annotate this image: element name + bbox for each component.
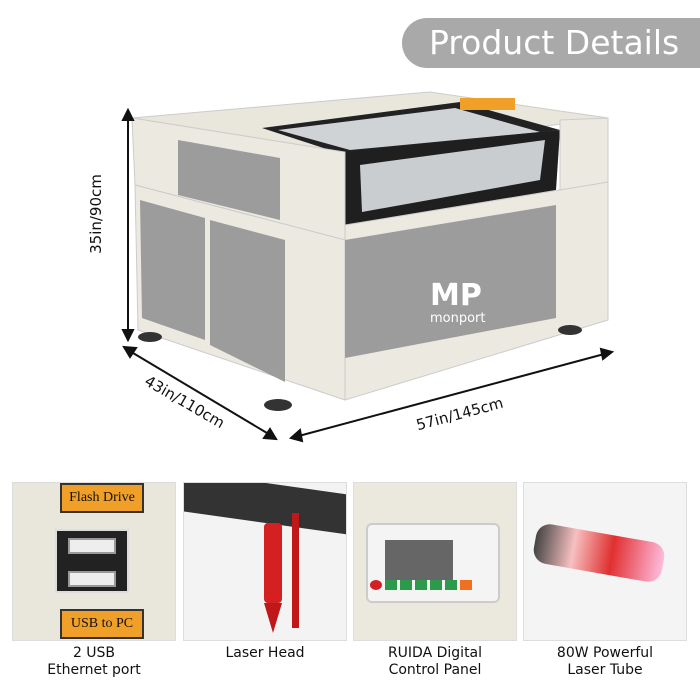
front-panel <box>345 205 556 358</box>
caption-line: 80W Powerful <box>556 645 654 661</box>
pointer-pen-icon <box>292 513 299 628</box>
nozzle-icon <box>264 603 282 633</box>
laser-tube-icon <box>531 522 667 584</box>
foot <box>138 332 162 342</box>
left-drawer <box>178 140 280 220</box>
front-logo: MP <box>430 278 482 313</box>
caption-laser-head: Laser Head <box>180 645 350 662</box>
feature-laser-tube-panel <box>523 482 687 641</box>
lcd-screen <box>385 540 453 580</box>
control-section <box>559 117 609 191</box>
feature-laser-head-panel <box>183 482 347 641</box>
usb-port-icon <box>68 538 116 554</box>
warning-label <box>460 98 515 110</box>
lid-glass <box>278 108 540 150</box>
feature-usb-panel: Flash Drive USB to PC <box>12 482 176 641</box>
caption-line: Laser Tube <box>567 662 643 678</box>
flash-drive-label: Flash Drive <box>60 483 144 513</box>
front-logo-text: monport <box>430 311 486 326</box>
caption-line: Laser Head <box>225 645 305 661</box>
foot <box>558 325 582 335</box>
caption-line: RUIDA Digital <box>387 645 483 661</box>
feature-control-panel <box>353 482 517 641</box>
product-details-badge: Product Details <box>402 18 700 68</box>
usb-to-pc-label: USB to PC <box>60 609 144 639</box>
left-door-1 <box>140 200 205 340</box>
height-dimension: 35in/90cm <box>86 174 105 254</box>
laser-head-icon <box>264 523 282 603</box>
caption-line: Ethernet port <box>47 662 141 678</box>
caption-line: 2 USB <box>72 645 116 661</box>
left-door-2 <box>210 220 285 382</box>
usb-port-icon <box>68 571 116 587</box>
lid-front-glass <box>360 140 545 212</box>
dimension-lines <box>121 107 615 443</box>
caption-line: Control Panel <box>388 662 482 678</box>
keypad <box>370 580 472 590</box>
laser-machine-illustration: MP monport <box>121 91 615 443</box>
foot <box>264 399 292 411</box>
